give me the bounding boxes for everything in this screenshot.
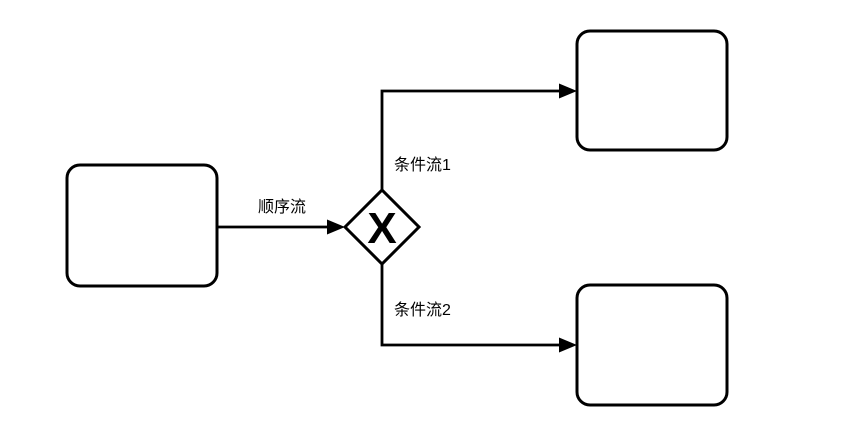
task-node-left	[65, 163, 219, 288]
conditional-flow-2-arrowhead	[559, 337, 577, 353]
sequence-flow-arrowhead	[327, 219, 345, 235]
sequence-flow-label: 顺序流	[258, 198, 306, 216]
exclusive-gateway-diamond	[342, 187, 422, 267]
conditional-flow-1-arrowhead	[559, 83, 577, 99]
exclusive-gateway-x-symbol: X	[367, 204, 396, 253]
conditional-flow-2-connector	[380, 264, 562, 347]
conditional-flow-1-label: 条件流1	[394, 156, 451, 174]
conditional-flow-1-connector	[380, 89, 562, 190]
task-node-top-right	[575, 29, 729, 152]
conditional-flow-2-label: 条件流2	[394, 301, 451, 319]
task-node-bottom-right	[575, 283, 729, 407]
